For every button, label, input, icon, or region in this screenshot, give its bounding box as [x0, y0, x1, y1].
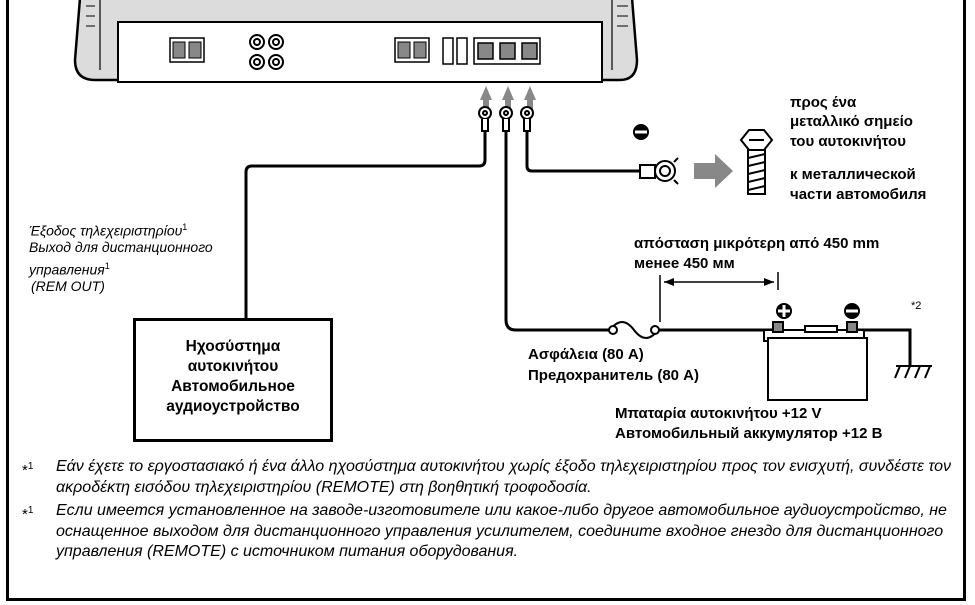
fuse-symbol [608, 321, 660, 339]
ring-terminals [478, 106, 534, 132]
remote-label-ru-2: управления1 [29, 261, 110, 278]
remote-label-gr: Έξοδος τηλεχειριστηρίου1 [29, 222, 188, 239]
rca-input-jacks [249, 34, 284, 70]
footnote-text: Если имеется установленное на заводе-изг… [56, 502, 947, 560]
ground-icon [894, 365, 932, 379]
bolt-icon [739, 129, 774, 195]
power-terminal-block [473, 37, 541, 65]
fuse-label-ru: Предохранитель (80 A) [528, 367, 700, 384]
distance-indicator [659, 272, 779, 322]
arrow-right-icon [694, 154, 733, 188]
head-unit-line1: Ηχοσύστημα [185, 338, 281, 355]
chassis-label-gr-1: προς ένα [790, 94, 857, 111]
plus-icon [776, 303, 792, 319]
polarity-markers [633, 124, 860, 319]
battery-illustration [763, 321, 868, 401]
footnote-mark: *1 [22, 461, 34, 479]
chassis-label-ru-1: к металлической [790, 166, 916, 183]
footnote-greek: *1 Εάν έχετε το εργοστασιακό ή ένα άλλο … [22, 457, 952, 498]
battery-label-ru: Автомобильный аккумулятор +12 В [615, 425, 883, 442]
footnote-russian: *1 Если имеется установленное на заводе-… [22, 501, 952, 563]
remote-label-ru-1: Выход для дистанционного [29, 239, 213, 255]
amplifier-illustration [73, 0, 639, 83]
head-unit-line4: аудиоустройство [166, 398, 300, 415]
ground-footnote-mark: *2 [911, 300, 922, 312]
insertion-arrows [480, 86, 536, 110]
chassis-label-gr-2: μεταλλικό σημείο [790, 113, 913, 130]
fuse-holders [442, 37, 468, 65]
head-unit-line3: Автомобильное [171, 378, 295, 395]
chassis-ground-connector [639, 157, 679, 185]
head-unit-box: Ηχοσύστημα αυτοκινήτου Автомобильное ауд… [133, 318, 333, 442]
fuse-label-gr: Ασφάλεια (80 A) [528, 346, 644, 363]
distance-label-gr: απόσταση μικρότερη από 450 mm [634, 235, 880, 252]
minus-icon [844, 303, 860, 319]
speaker-terminal-right [394, 37, 430, 63]
distance-label-ru: менее 450 мм [634, 255, 735, 272]
chassis-label-gr-3: του αυτοκινήτου [790, 133, 906, 150]
head-unit-line2: αυτοκινήτου [187, 358, 279, 375]
remote-label-en: (REM OUT) [31, 278, 105, 294]
footnotes: *1 Εάν έχετε το εργοστασιακό ή ένα άλλο … [22, 457, 952, 566]
chassis-label-ru-2: части автомобиля [790, 186, 927, 203]
footnote-text: Εάν έχετε το εργοστασιακό ή ένα άλλο ηχο… [56, 458, 951, 496]
footnote-mark: *1 [22, 505, 34, 523]
battery-label-gr: Μπαταρία αυτοκινήτου +12 V [615, 405, 822, 422]
speaker-terminal-left [169, 37, 205, 63]
diagram-frame [6, 0, 966, 601]
minus-icon [633, 124, 649, 140]
